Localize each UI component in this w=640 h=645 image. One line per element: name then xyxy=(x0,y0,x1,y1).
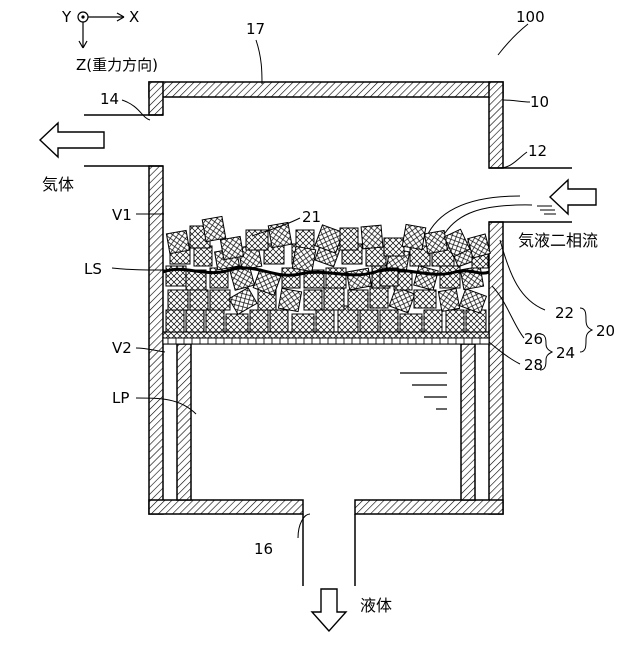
packing-piece xyxy=(324,288,344,310)
gas-out-arrow-icon xyxy=(40,123,104,157)
packing-piece xyxy=(282,268,300,288)
leader-14 xyxy=(122,100,150,120)
ref-v2: V2 xyxy=(112,339,132,357)
packing-piece xyxy=(438,289,459,312)
packing-piece xyxy=(304,290,322,310)
packing-piece xyxy=(226,314,248,332)
y-axis-label: Y xyxy=(61,8,72,26)
leader-16 xyxy=(298,514,310,538)
ref-ceiling: 17 xyxy=(246,20,265,38)
packing-piece xyxy=(424,230,447,253)
packing-piece xyxy=(270,310,288,332)
packing-piece xyxy=(380,310,398,332)
packing-piece xyxy=(250,310,268,332)
liquid-level-marks xyxy=(400,373,447,409)
packing-piece xyxy=(424,310,442,332)
packing-piece xyxy=(466,310,486,332)
bottom-wall-right xyxy=(355,500,503,514)
ref-packing: 21 xyxy=(302,208,321,226)
right-upper-wall xyxy=(489,82,503,168)
packing-piece xyxy=(360,310,378,332)
ref-lp: LP xyxy=(112,389,129,407)
gas-out-label: 気体 xyxy=(42,175,74,194)
packing-piece xyxy=(220,236,243,259)
x-axis-label: X xyxy=(129,8,139,26)
packing-piece xyxy=(326,268,346,288)
bottom-wall-left xyxy=(149,500,303,514)
packing-piece xyxy=(186,310,204,332)
packing-piece xyxy=(210,290,230,310)
packing-piece xyxy=(348,290,368,310)
packing-piece xyxy=(246,230,268,250)
two-phase-in-arrow-icon xyxy=(550,180,596,214)
ref-container: 10 xyxy=(530,93,549,111)
z-axis-label: Z(重力方向) xyxy=(76,56,158,74)
packing-piece xyxy=(292,314,314,332)
packing-piece xyxy=(389,287,415,313)
ref-mesh: 26 xyxy=(524,330,543,348)
leader-22 xyxy=(500,240,545,310)
packing-piece xyxy=(292,246,316,271)
ref-gas-outlet: 14 xyxy=(100,90,119,108)
support-leg-left xyxy=(177,344,191,500)
ref-v1: V1 xyxy=(112,206,132,224)
packing-piece xyxy=(166,230,189,253)
packing-piece xyxy=(194,246,212,266)
ref-liquid-outlet: 16 xyxy=(254,540,273,558)
packing-piece xyxy=(366,246,386,266)
liquid-out-label: 液体 xyxy=(360,596,392,615)
right-lower-wall xyxy=(489,222,503,514)
packing-piece xyxy=(361,225,383,249)
ref-ls: LS xyxy=(84,260,102,278)
packing-piece xyxy=(440,266,460,288)
packing-piece xyxy=(414,290,436,308)
packing-piece xyxy=(168,290,188,310)
support-leg-right xyxy=(461,344,475,500)
brace-20 xyxy=(580,308,592,352)
liquid-out-arrow-icon xyxy=(312,589,346,631)
packing-piece xyxy=(316,310,334,332)
packing-piece xyxy=(206,310,224,332)
ref-support-group: 24 xyxy=(556,344,575,362)
packing-piece xyxy=(402,224,426,249)
packing-piece xyxy=(446,310,464,332)
ref-filler-layer: 22 xyxy=(555,304,574,322)
left-lower-wall xyxy=(149,166,163,514)
packing-piece xyxy=(400,314,422,332)
packing-piece xyxy=(166,310,184,332)
axis-indicator: Y X Z(重力方向) xyxy=(61,8,158,74)
left-upper-wall xyxy=(149,82,163,115)
leader-17 xyxy=(256,40,262,84)
packing-piece xyxy=(414,266,438,290)
packing-piece xyxy=(340,228,358,250)
ref-separator-group: 20 xyxy=(596,322,615,340)
packing-piece xyxy=(278,288,301,311)
leader-100 xyxy=(498,24,528,55)
leader-10 xyxy=(503,100,530,102)
packing-piece xyxy=(347,268,372,290)
ref-support-plate: 28 xyxy=(524,356,543,374)
two-phase-in-label: 気液二相流 xyxy=(518,231,598,250)
ref-outlet-port: 12 xyxy=(528,142,547,160)
packing-piece xyxy=(384,238,404,256)
packing-piece xyxy=(202,216,226,241)
figure-number: 100 xyxy=(516,8,545,26)
ceiling-wall xyxy=(149,82,503,97)
packing-piece xyxy=(190,290,208,310)
flow-arrows xyxy=(40,123,596,631)
support-assembly xyxy=(163,332,489,344)
